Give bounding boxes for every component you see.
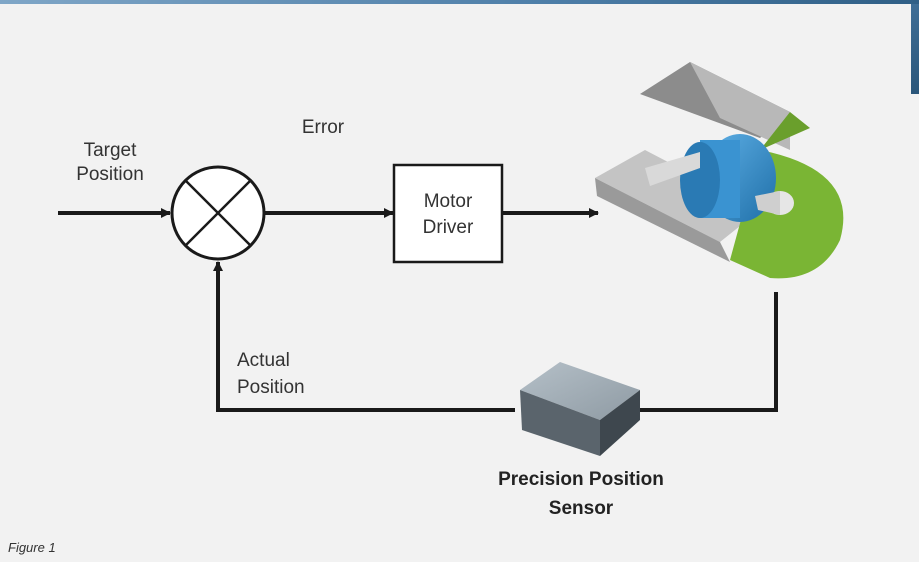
figure-caption: Figure 1 [8, 540, 56, 555]
position-sensor-illustration [520, 362, 640, 456]
sensor-label-line1: Precision Position [498, 469, 664, 490]
summing-junction [170, 165, 266, 261]
input-label-line1: Target [84, 140, 138, 161]
corner-image-fragment [911, 4, 919, 94]
motor-driver-label-line1: Motor [424, 191, 473, 212]
input-label-line2: Position [76, 164, 144, 185]
motor-driver-block [392, 163, 504, 264]
top-color-band [0, 0, 919, 4]
feedback-line-left [213, 261, 515, 412]
feedback-label-line2: Position [237, 377, 305, 398]
motor-driver-label-line2: Driver [423, 217, 474, 238]
motor-assembly-illustration [595, 62, 844, 279]
feedback-label-line1: Actual [237, 350, 290, 371]
feedback-line-right [636, 292, 778, 412]
error-label: Error [302, 117, 345, 138]
sensor-label-line2: Sensor [549, 498, 614, 519]
